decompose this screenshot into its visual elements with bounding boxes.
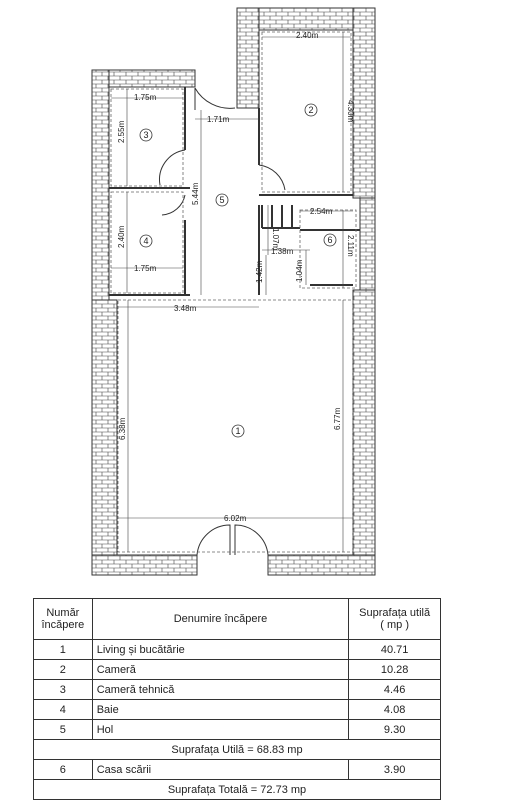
- dimension-label: 6.77m: [333, 407, 342, 430]
- room-number-cell: 5: [33, 719, 93, 740]
- dimension-label: 1.07m: [271, 228, 280, 251]
- room-area-table: Număr încăpere Denumire încăpere Suprafa…: [33, 598, 441, 800]
- useful-total-cell: Suprafața Utilă = 68.83 mp: [33, 739, 441, 760]
- grand-total-row: Suprafața Totală = 72.73 mp: [33, 779, 441, 800]
- table-row: 4 Baie 4.08: [33, 699, 441, 720]
- room-area-cell: 9.30: [348, 719, 441, 740]
- room-number-labels: 3 2 4 5 6 1: [143, 105, 332, 436]
- door-swings: [159, 87, 286, 556]
- dimension-label: 1.42m: [255, 260, 264, 283]
- dimension-label: 1.38m: [271, 247, 294, 256]
- dimension-label: 5.44m: [191, 182, 200, 205]
- walls: [91, 7, 376, 576]
- dimension-label: 6.02m: [224, 514, 247, 523]
- room-number-cell: 1: [33, 639, 93, 660]
- room-name-cell: Casa scării: [91, 759, 350, 780]
- room-label-6: 6: [327, 235, 332, 245]
- header-room-name: Denumire încăpere: [91, 598, 350, 640]
- dimension-label: 1.71m: [207, 115, 230, 124]
- dimension-label: 2.55m: [117, 120, 126, 143]
- room-area-cell: 4.46: [348, 679, 441, 700]
- floor-plan: 2.40m 1.75m 1.71m 4.30m 2.55m 5.44m 2.54…: [91, 7, 376, 576]
- room-number-cell: 3: [33, 679, 93, 700]
- room-label-5: 5: [219, 195, 224, 205]
- table-row: 5 Hol 9.30: [33, 719, 441, 740]
- dimension-label: 2.54m: [310, 207, 333, 216]
- dimension-label: 1.75m: [134, 264, 157, 273]
- dimension-label: 2.40m: [296, 31, 319, 40]
- room-name-cell: Cameră tehnică: [91, 679, 350, 700]
- dimension-label: 6.38m: [118, 417, 127, 440]
- header-area-line2: ( mp ): [380, 619, 409, 631]
- header-area-line1: Suprafața utilă: [359, 607, 431, 619]
- room-contours: [110, 31, 357, 553]
- dimension-label: 2.11m: [346, 235, 355, 257]
- room-label-1: 1: [235, 426, 240, 436]
- dimension-label: 4.30m: [346, 100, 355, 123]
- table-row: 1 Living și bucătărie 40.71: [33, 639, 441, 660]
- dimension-label: 1.04m: [295, 259, 304, 282]
- room-area-cell: 4.08: [348, 699, 441, 720]
- table-header-row: Număr încăpere Denumire încăpere Suprafa…: [33, 598, 441, 640]
- dimension-labels: 2.40m 1.75m 1.71m 4.30m 2.55m 5.44m 2.54…: [117, 31, 355, 523]
- useful-total-row: Suprafața Utilă = 68.83 mp: [33, 739, 441, 760]
- room-name-cell: Cameră: [91, 659, 350, 680]
- room-area-cell: 10.28: [348, 659, 441, 680]
- table-row: 2 Cameră 10.28: [33, 659, 441, 680]
- room-name-cell: Baie: [91, 699, 350, 720]
- partitions: [109, 87, 360, 296]
- room-number-cell: 4: [33, 699, 93, 720]
- grand-total-cell: Suprafața Totală = 72.73 mp: [33, 779, 441, 800]
- dimension-label: 2.40m: [117, 225, 126, 248]
- room-numbers: [139, 103, 337, 438]
- dimension-lines: [111, 32, 353, 552]
- header-useful-area: Suprafața utilă ( mp ): [348, 598, 441, 640]
- room-label-2: 2: [308, 105, 313, 115]
- room-number-cell: 6: [33, 759, 93, 780]
- room-label-4: 4: [143, 236, 148, 246]
- room-name-cell: Living și bucătărie: [91, 639, 350, 660]
- room-name-cell: Hol: [91, 719, 350, 740]
- dimension-label: 3.48m: [174, 304, 197, 313]
- room-area-cell: 40.71: [348, 639, 441, 660]
- room-number-cell: 2: [33, 659, 93, 680]
- room-label-3: 3: [143, 130, 148, 140]
- header-room-number: Număr încăpere: [33, 598, 93, 640]
- table-row: 3 Cameră tehnică 4.46: [33, 679, 441, 700]
- dimension-label: 1.75m: [134, 93, 157, 102]
- table-row: 6 Casa scării 3.90: [33, 759, 441, 780]
- room-area-cell: 3.90: [348, 759, 441, 780]
